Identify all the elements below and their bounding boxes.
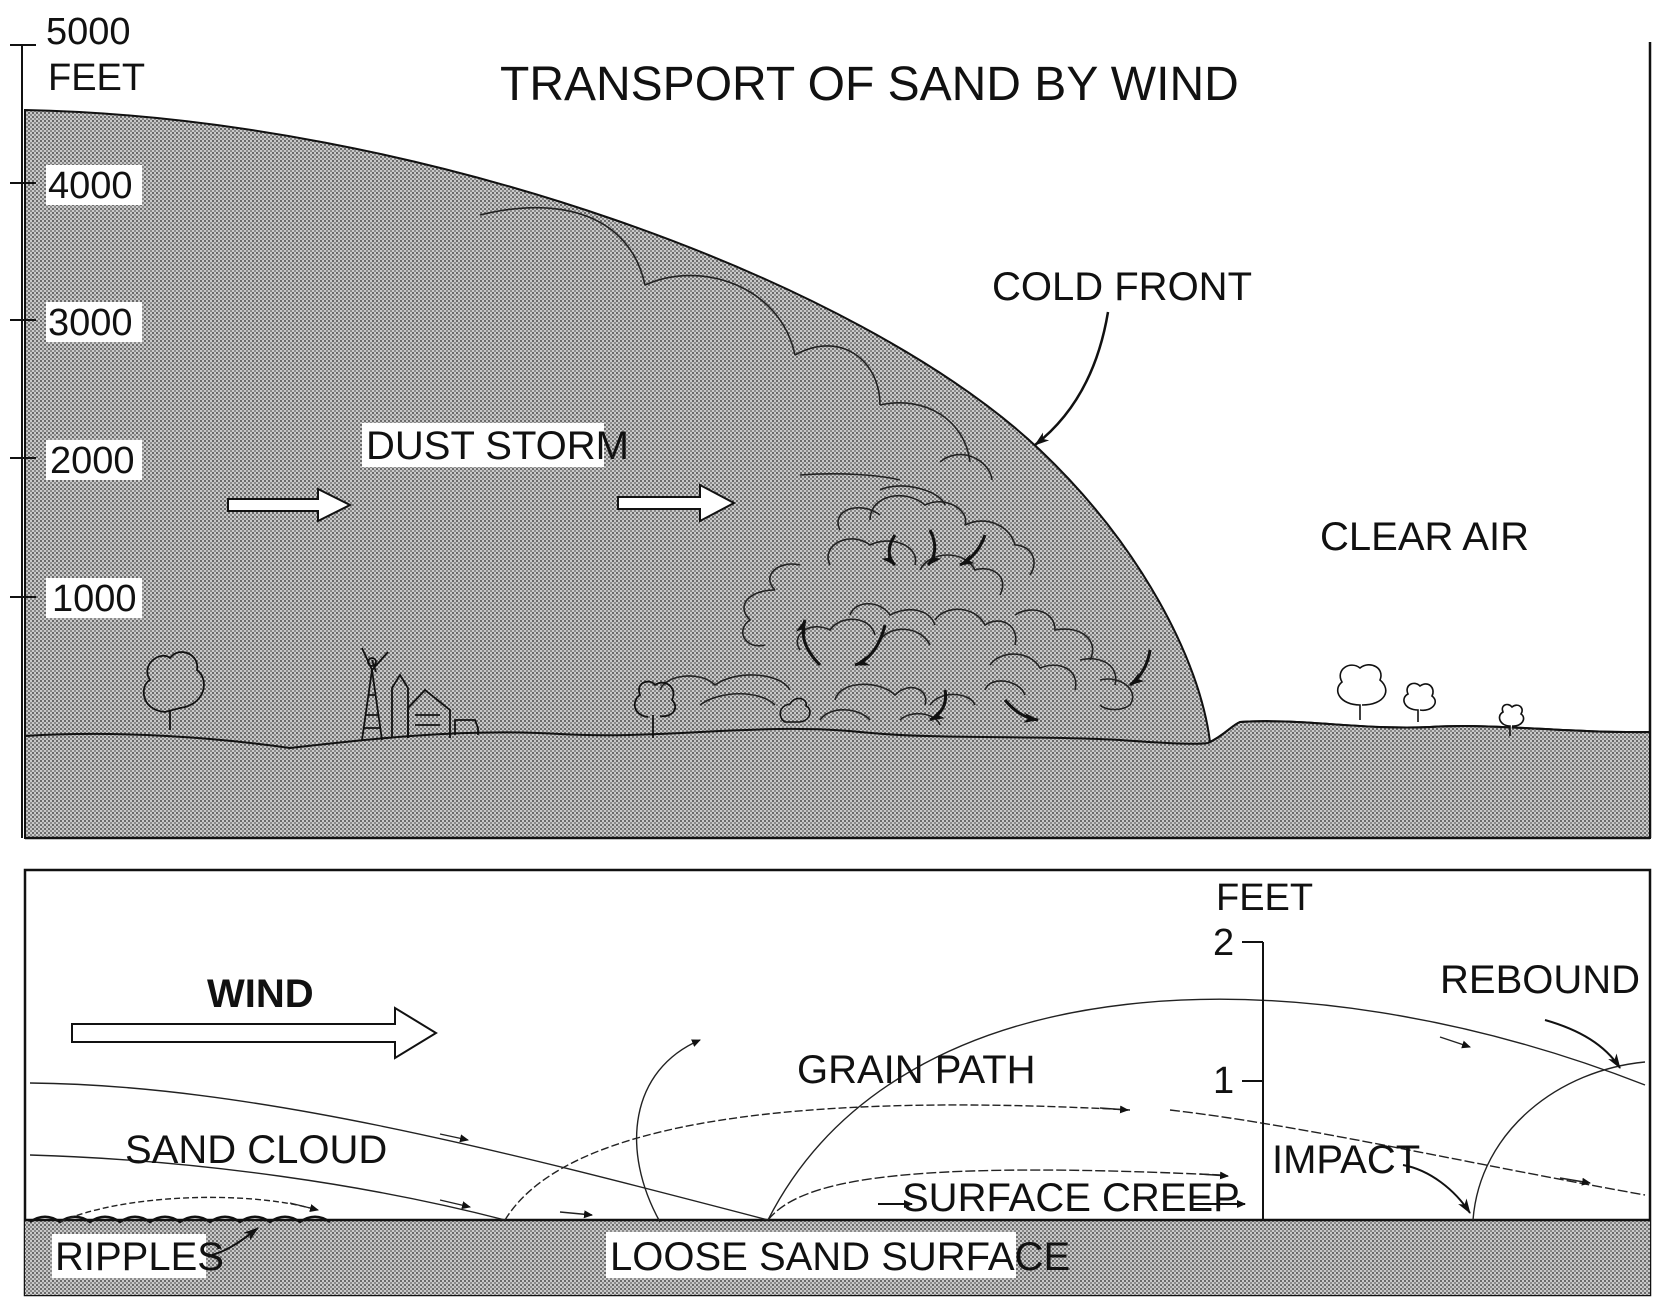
top-axis-unit: FEET [48,57,145,99]
top-axis-tick-4000: 4000 [48,165,133,207]
ripples-pointer [211,1227,259,1256]
ripples-label: RIPPLES [55,1235,224,1279]
tree-icon [633,680,677,738]
top-axis-tick-2000: 2000 [50,440,135,482]
top-ground-line [24,720,1651,750]
dust-storm-label: DUST STORM [366,424,629,468]
ripples-icon [29,1215,331,1224]
windmill-icon [361,647,389,741]
tree-icon [1498,703,1525,736]
diagram-title: TRANSPORT OF SAND BY WIND [500,58,1239,111]
top-axis-tick-3000: 3000 [48,302,133,344]
loose-sand-label-bg [606,1232,1016,1278]
cloud-billows [479,206,1134,726]
tick-label-bg [46,440,142,480]
wind-arrow-icon [71,1006,438,1060]
tree-icon [1336,664,1387,720]
top-axis-tick-1000: 1000 [52,578,137,620]
bottom-height-axis [1242,941,1264,1220]
tick-label-bg [46,302,142,342]
wind-label: WIND [207,972,314,1016]
top-panel: 5000 FEET 4000 3000 2000 1000 TRANSPORT … [10,11,1652,840]
surface-creep-label: SURFACE CREEP [902,1176,1240,1220]
cloud-circulation-arrows [795,529,1152,723]
sand-cloud-label: SAND CLOUD [125,1128,387,1172]
impact-pointer [1402,1164,1471,1214]
top-axis-tick-5000: 5000 [46,11,131,53]
grain-paths [29,998,1646,1223]
dust-storm-label-bg [362,423,604,467]
wind-arrow-icon [617,483,737,523]
bottom-axis-unit: FEET [1216,877,1313,919]
bush-icon [779,697,811,723]
farm-buildings-icon [391,673,479,738]
tick-label-bg [46,165,142,205]
impact-label: IMPACT [1272,1138,1420,1182]
tree-icon [142,651,205,730]
bottom-axis-tick-1: 1 [1213,1060,1234,1102]
bottom-axis-tick-2: 2 [1213,922,1234,964]
top-altitude-axis [10,44,36,838]
loose-sand-surface-label: LOOSE SAND SURFACE [610,1235,1070,1279]
cold-front-arrow [1034,311,1110,446]
bottom-panel: FEET 2 1 WIND GRAIN PATH SAND CLOUD REBO… [23,868,1652,1297]
ripples-label-bg [52,1234,206,1278]
tree-icon [1403,682,1436,722]
grain-path-label: GRAIN PATH [797,1048,1036,1092]
cold-front-label: COLD FRONT [992,265,1252,309]
tick-label-bg [46,578,142,618]
rebound-pointer [1544,1019,1621,1069]
clear-air-label: CLEAR AIR [1320,515,1529,559]
rebound-label: REBOUND [1440,958,1640,1002]
wind-arrow-icon [227,487,353,523]
